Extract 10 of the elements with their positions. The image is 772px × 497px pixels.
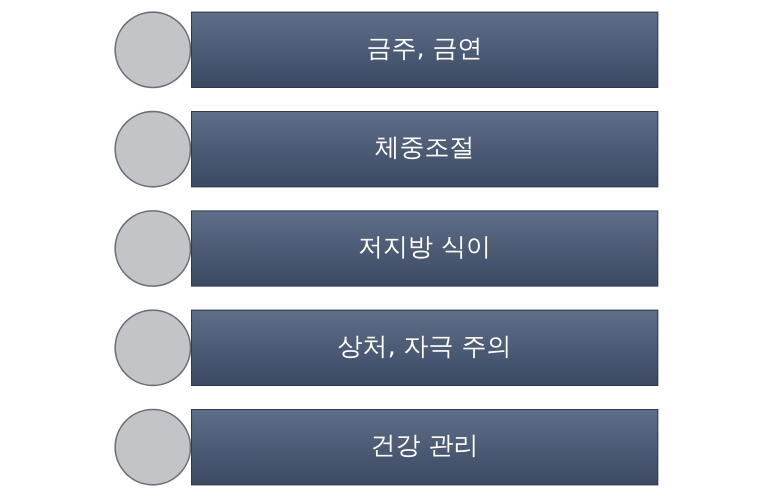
- node-box: 건강 관리: [190, 409, 658, 486]
- node-box: 저지방 식이: [190, 210, 658, 287]
- node-circle: [114, 110, 191, 188]
- node-circle: [114, 309, 191, 386]
- node-box: 상처, 자극 주의: [190, 310, 658, 386]
- node-circle: [114, 408, 191, 486]
- node-circle: [114, 210, 191, 287]
- node-box: 금주, 금연: [190, 12, 658, 88]
- node-circle: [114, 11, 191, 88]
- node-box: 체중조절: [190, 111, 658, 188]
